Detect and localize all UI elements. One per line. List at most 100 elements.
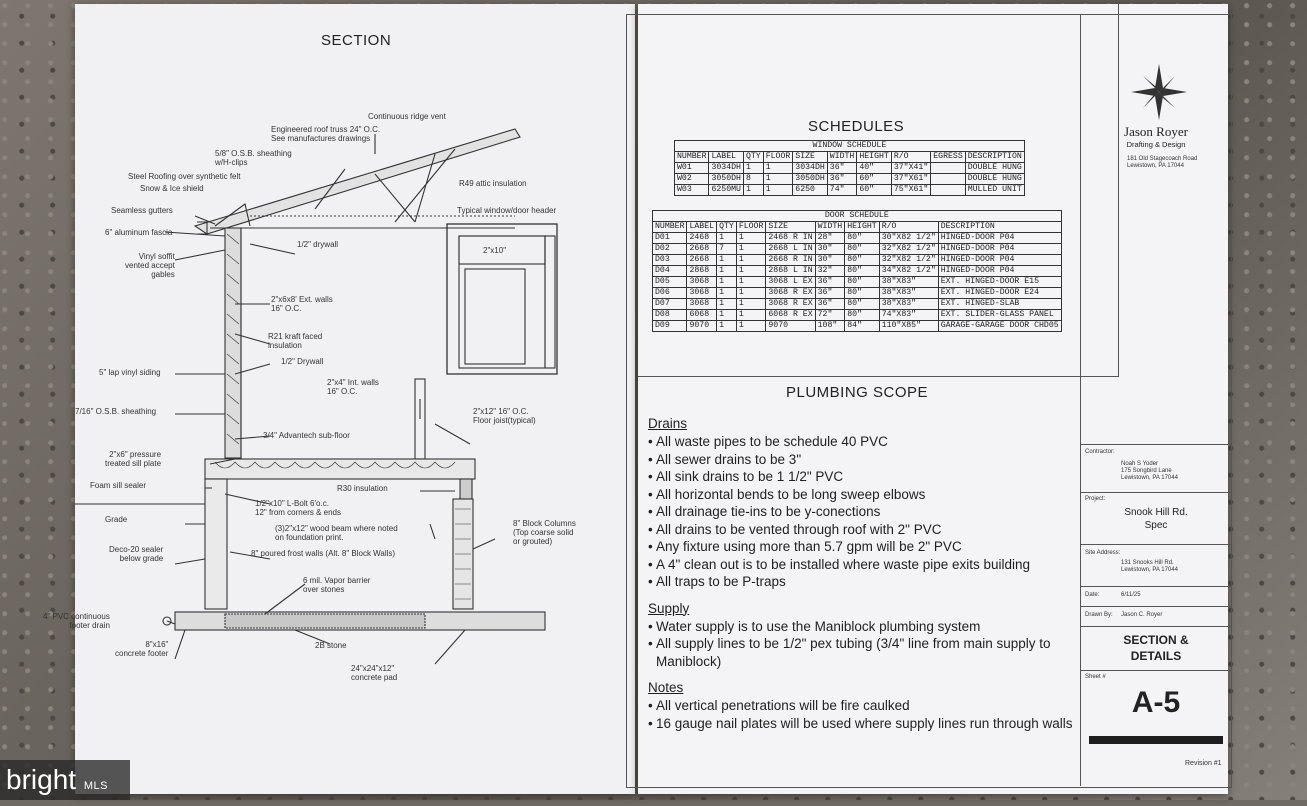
company-name: Jason Royer — [1124, 124, 1188, 139]
door-schedule-cell: 36" — [814, 276, 846, 288]
door-schedule-cell: 3068 L EX — [765, 276, 816, 288]
door-schedule-header-cell: QTY — [716, 221, 737, 233]
window-schedule-cell: 3034DH — [792, 162, 828, 174]
door-schedule-cell: HINGED-DOOR P04 — [937, 254, 1062, 266]
door-schedule-cell: D04 — [651, 265, 688, 277]
window-schedule-cell: 60" — [856, 173, 892, 185]
label-r30: R30 insulation — [337, 484, 388, 493]
plumbing-scope: Drains All waste pipes to be schedule 40… — [648, 410, 1118, 732]
tb-divider — [1081, 492, 1231, 493]
schedules-title: SCHEDULES — [808, 118, 905, 135]
drain-item: All sewer drains to be 3" — [648, 451, 1118, 469]
door-schedule-cell: EXT. HINGED-SLAB — [937, 298, 1062, 310]
tb-divider — [1081, 606, 1231, 607]
note-item: All vertical penetrations will be fire c… — [648, 697, 1118, 715]
door-schedule-cell: 1 — [716, 309, 737, 321]
drain-item: All drainage tie-ins to be y-conections — [648, 503, 1118, 521]
supply-heading: Supply — [648, 600, 690, 616]
door-schedule-cell: 1 — [716, 320, 737, 332]
window-schedule-cell: 36" — [826, 162, 858, 174]
window-schedule-cell: 6250 — [792, 184, 828, 196]
date-label: Date: — [1085, 592, 1100, 598]
date-value: 6/11/25 — [1121, 592, 1141, 598]
notes-heading: Notes — [648, 680, 684, 695]
door-schedule-cell: 1 — [735, 254, 767, 266]
sheet-border — [626, 14, 1232, 788]
window-schedule-cell: 3034DH — [708, 162, 744, 174]
label-int-walls: 2"x4" Int. walls 16" O.C. — [327, 378, 379, 396]
label-osb-sheathing: 5/8" O.S.B. sheathing w/H-clips — [215, 149, 292, 167]
label-steel-roofing: Steel Roofing over synthetic felt — [128, 172, 241, 181]
door-schedule-cell: D01 — [651, 232, 688, 244]
window-schedule-cell: 3050DH — [792, 173, 828, 185]
label-window-header: Typical window/door header — [457, 206, 557, 215]
site-label: Site Address: — [1085, 550, 1121, 556]
door-schedule-cell: 108" — [814, 320, 846, 332]
door-schedule-cell: 2668 — [686, 254, 718, 266]
window-schedule-cell: 1 — [762, 184, 794, 196]
title-block: Jason Royer Drafting & Design 181 Old St… — [1080, 14, 1231, 786]
window-schedule-cell: MULLED UNIT — [964, 184, 1025, 196]
door-schedule-header-cell: FLOOR — [735, 221, 767, 233]
label-block-columns: 8" Block Columns (Top coarse solid or gr… — [513, 519, 576, 546]
window-schedule-cell — [930, 173, 966, 185]
label-fascia: 6" aluminum fascia — [105, 228, 173, 237]
label-2b-stone: 2B stone — [315, 641, 347, 650]
label-drywall-wall: 1/2" Drywall — [281, 357, 324, 366]
door-schedule-cell: 6068 — [686, 309, 718, 321]
door-schedule-cell: 9070 — [686, 320, 718, 332]
tb-divider — [1081, 444, 1231, 445]
door-schedule-caption: DOOR SCHEDULE — [652, 210, 1062, 221]
label-roof-truss: Engineered roof truss 24" O.C. See manuf… — [271, 125, 381, 143]
tb-divider — [1081, 626, 1231, 627]
door-schedule-cell: 80" — [844, 298, 880, 310]
window-schedule-cell: 6250MU — [708, 184, 744, 196]
label-drywall-ceiling: 1/2" drywall — [297, 240, 339, 249]
window-schedule-header-cell: LABEL — [708, 151, 744, 163]
door-schedule-cell: 80" — [844, 265, 880, 277]
window-schedule-header-cell: R/O — [890, 151, 932, 163]
door-schedule-cell: D08 — [651, 309, 688, 321]
door-schedule-cell: EXT. SLIDER-GLASS PANEL — [937, 309, 1062, 321]
door-schedule-cell: 2668 — [686, 243, 718, 255]
door-schedule-cell: GARAGE-GARAGE DOOR CHD05 — [937, 320, 1062, 332]
watermark-suffix: MLS — [83, 780, 108, 792]
door-schedule-cell: 32" — [814, 265, 846, 277]
door-schedule-cell: 80" — [844, 232, 880, 244]
drawn-value: Jason C. Royer — [1121, 612, 1163, 618]
drain-item: All horizontal bends to be long sweep el… — [648, 486, 1118, 504]
label-sill-plate: 2"x6" pressure treated sill plate — [105, 450, 162, 468]
window-schedule-cell: 1 — [762, 173, 794, 185]
door-schedule-cell: 80" — [844, 243, 880, 255]
drain-item: All traps to be P-traps — [648, 573, 1118, 591]
door-schedule-cell: HINGED-DOOR P04 — [937, 232, 1062, 244]
door-schedule-cell: 1 — [716, 265, 737, 277]
door-schedule-cell: 9070 — [765, 320, 816, 332]
label-frost-walls: 8" poured frost walls (Alt. 8" Block Wal… — [251, 549, 396, 558]
door-schedule-cell: EXT. HINGED-DOOR E15 — [937, 276, 1062, 288]
notes-list: All vertical penetrations will be fire c… — [648, 697, 1118, 732]
label-pvc-drain: 4" PVC continuous footer drain — [43, 612, 110, 630]
watermark-brand: bright — [6, 764, 77, 795]
door-schedule-header-cell: DESCRIPTION — [937, 221, 1062, 233]
window-schedule-cell: 60" — [856, 184, 892, 196]
window-schedule-cell: 36" — [826, 173, 858, 185]
door-schedule-cell: 1 — [716, 276, 737, 288]
compass-logo-icon — [1131, 64, 1187, 120]
door-schedule-cell: 74"X83" — [878, 309, 939, 321]
window-schedule-cell: 75"X61" — [890, 184, 932, 196]
door-schedule-cell: 2668 L IN — [765, 243, 816, 255]
sheet-bar — [1089, 736, 1223, 744]
label-r49: R49 attic insulation — [459, 179, 527, 188]
bright-mls-watermark: bright MLS — [0, 760, 130, 800]
drain-item: Any fixture using more than 5.7 gpm will… — [648, 538, 1118, 556]
project-label: Project: — [1085, 496, 1106, 502]
door-schedule-cell: 72" — [814, 309, 846, 321]
door-schedule-cell: 3068 R EX — [765, 287, 816, 299]
